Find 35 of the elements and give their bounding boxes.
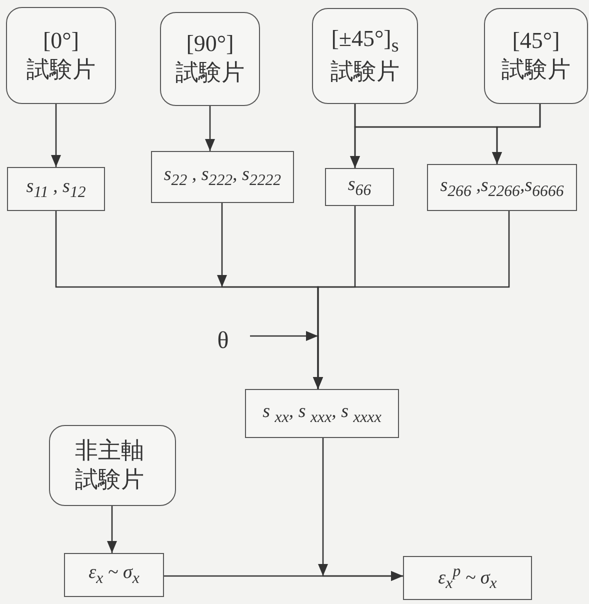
arrow [107, 506, 117, 553]
arrow [492, 104, 541, 164]
formula-box [325, 168, 394, 206]
specimen-label: [0°] [42, 26, 80, 55]
specimen-box [484, 8, 588, 104]
formula-box [245, 389, 399, 438]
formula-box [64, 553, 164, 597]
angle-label: θ [208, 324, 238, 358]
formula-text: ε$_{x}$ ~ σ$_{x}$ [88, 562, 140, 588]
specimen-label: [45°] [512, 27, 560, 56]
formula-text: s $_{xx}$, s $_{xxx}$, s $_{xxxx}$ [262, 400, 382, 426]
formula-text: s$_{266}$ ,s$_{2266}$,s$_{6666}$ [440, 174, 564, 200]
arrow [164, 571, 403, 581]
specimen-label: [±45°]$_{s}$ [331, 24, 399, 58]
formula-text: s$_{22}$ , s$_{222}$, s$_{2222}$ [164, 164, 282, 190]
formula-text: ε$_{x}$$^{p}$ ~ σ$_{x}$ [438, 562, 497, 594]
formula-text: s$_{66}$ [348, 174, 372, 200]
specimen-label: 試験片 [502, 56, 570, 85]
arrow [250, 331, 323, 389]
specimen-box [49, 425, 176, 506]
specimen-label: 試験片 [330, 58, 400, 88]
specimen-label: [90°] [186, 30, 234, 58]
specimen-label: 非主軸試験片 [75, 436, 145, 494]
specimen-label: 試験片 [176, 59, 244, 88]
formula-box [151, 151, 294, 203]
specimen-box [312, 8, 418, 104]
formula-box [7, 167, 105, 211]
specimen-box [6, 7, 116, 104]
formula-box [427, 164, 577, 211]
arrow [205, 106, 215, 151]
arrow [51, 104, 61, 167]
formula-text: s$_{11}$ , s$_{12}$ [26, 176, 86, 202]
formula-box [403, 556, 532, 600]
specimen-label: 試験片 [26, 56, 96, 84]
specimen-box [160, 12, 260, 106]
